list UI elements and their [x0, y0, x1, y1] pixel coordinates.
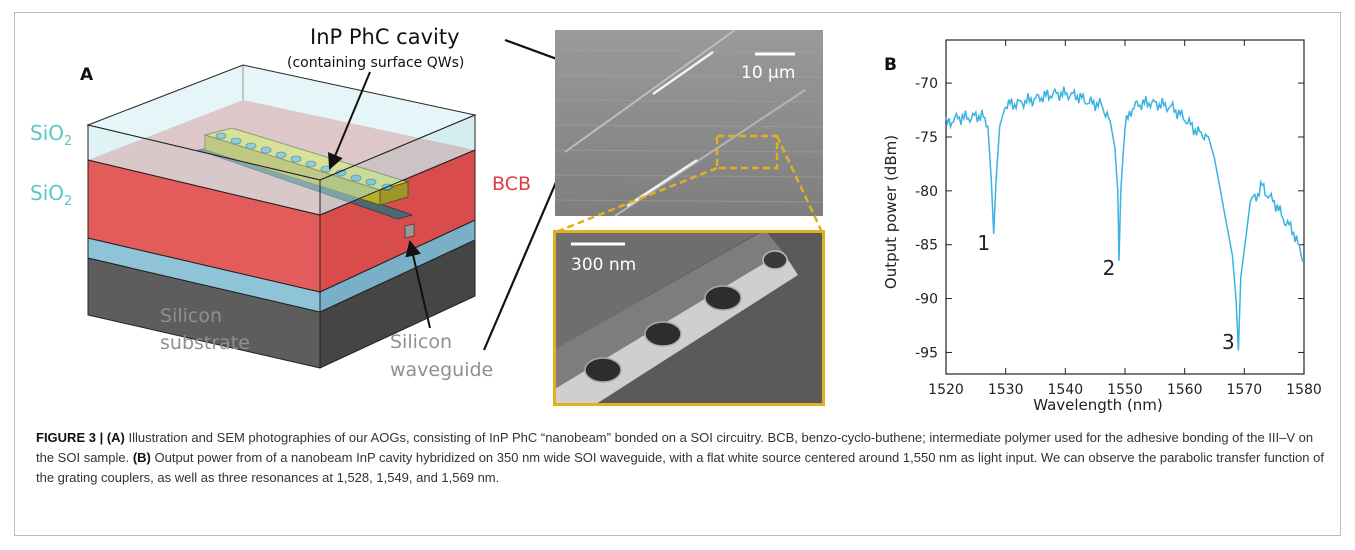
panel-b-chart: B 1520 1530 1540 1550 1560 1570 1580 -70 -75 -80 -… [882, 39, 1322, 414]
callout-title: InP PhC cavity [310, 25, 460, 49]
inset-hole-3 [704, 285, 742, 311]
x-tick-label: 1550 [1107, 382, 1143, 398]
label-silicon-waveguide-1: Silicon [390, 331, 452, 353]
x-tick-label: 1540 [1048, 382, 1084, 398]
inp-beam-end [379, 181, 409, 206]
y-tick-label: -75 [915, 130, 938, 146]
caption-text-b: Output power from of a nanobeam InP cavi… [36, 450, 1324, 485]
chart-axes: 1520 1530 1540 1550 1560 1570 1580 -70 -75 -80 -85… [915, 39, 1322, 398]
y-tick-label: -85 [915, 238, 938, 254]
x-tick-label: 1520 [928, 382, 964, 398]
sem-image-inset: 300 nm [553, 230, 825, 406]
panel-a-schematic: A SiO2 SiO2 BCB Silicon substrate Silico… [30, 25, 531, 381]
callout-arrow [328, 71, 371, 170]
caption-lead: FIGURE 3 | (A) [36, 430, 125, 445]
x-axis-label: Wavelength (nm) [1033, 396, 1163, 414]
panel-b-letter: B [884, 55, 897, 75]
waveguide-end [404, 223, 415, 239]
sem-zoom-box [715, 134, 779, 170]
caption-text-a: Illustration and SEM photographies of ou… [36, 430, 1314, 465]
upper-sio2-side [319, 114, 476, 216]
scale-label-bottom: 300 nm [571, 255, 636, 275]
y-tick-label: -95 [915, 345, 938, 361]
label-sio2-bottom: SiO2 [30, 181, 72, 209]
label-sio2-top: SiO2 [30, 121, 72, 149]
inset-border [553, 230, 825, 406]
resonance-label-3: 3 [1222, 330, 1235, 354]
waveguide-arrow [405, 240, 431, 329]
label-bcb: BCB [492, 173, 531, 195]
x-tick-label: 1570 [1227, 382, 1263, 398]
y-axis-label: Output power (dBm) [882, 135, 900, 289]
figure-frame [14, 12, 1341, 536]
chart-plot-area: 1 2 3 [945, 86, 1305, 354]
label-silicon-substrate-1: Silicon [160, 305, 222, 327]
sem-waveguide-upper [564, 30, 736, 153]
y-tick-label: -70 [915, 76, 938, 92]
resonance-label-1: 1 [977, 231, 990, 255]
sem-image-top: 10 µm [555, 30, 823, 216]
x-tick-label: 1560 [1167, 382, 1203, 398]
label-silicon-waveguide-2: waveguide [390, 359, 493, 381]
y-tick-label: -90 [915, 292, 938, 308]
x-tick-label: 1530 [988, 382, 1024, 398]
resonance-label-2: 2 [1103, 256, 1116, 280]
inset-hole-1 [584, 357, 622, 383]
spectrum-line [945, 86, 1305, 351]
sem-beam-upper [652, 50, 714, 96]
inset-hole-2 [644, 321, 682, 347]
y-tick-label: -80 [915, 184, 938, 200]
scale-label-top: 10 µm [741, 63, 795, 83]
inset-beam-top [553, 230, 783, 390]
label-silicon-substrate-2: substrate [160, 332, 250, 354]
figure-caption: FIGURE 3 | (A) Illustration and SEM phot… [36, 428, 1326, 488]
x-tick-label: 1580 [1286, 382, 1322, 398]
callout-subtitle: (containing surface QWs) [287, 55, 464, 71]
panel-a-letter: A [80, 65, 94, 85]
caption-lead-b: (B) [132, 450, 151, 465]
